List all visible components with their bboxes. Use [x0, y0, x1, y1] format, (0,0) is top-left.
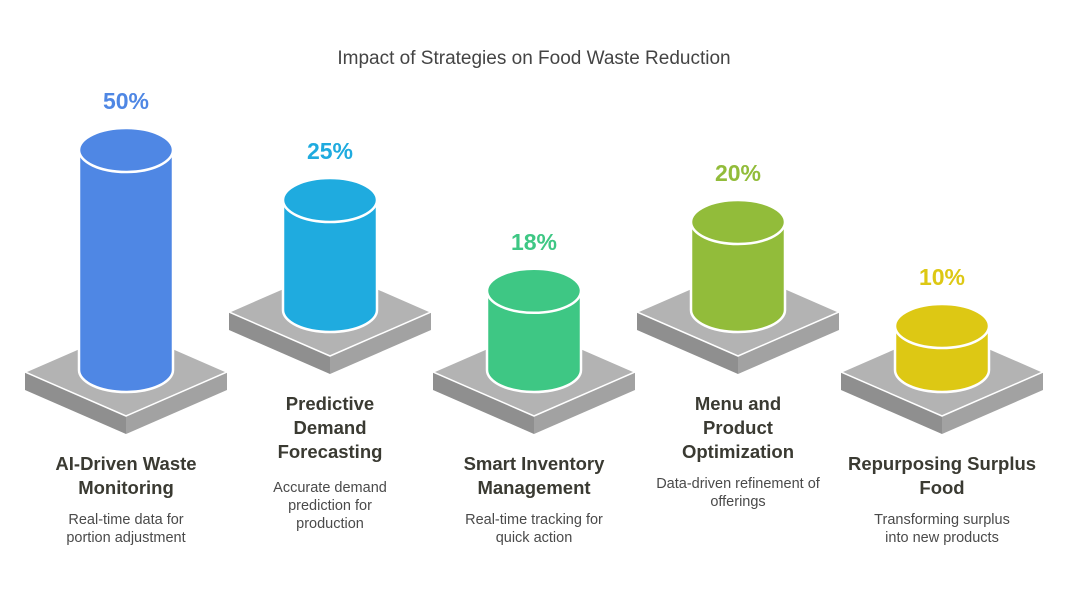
bar-3-description: Real-time tracking for quick action: [465, 512, 603, 546]
bar-4-category-label: Menu and Product Optimization: [681, 393, 795, 462]
bar-2-platform-right: [330, 312, 431, 374]
bar-2-platform-left: [229, 312, 330, 374]
bar-1-cylinder-body: [77, 148, 175, 394]
bar-5-description: Transforming surplus into new products: [874, 512, 1010, 546]
bar-3-cylinder-body: [485, 289, 583, 394]
bar-4-platform-right: [738, 312, 839, 374]
chart-title: Impact of Strategies on Food Waste Reduc…: [337, 48, 731, 69]
bar-3-platform-right: [534, 372, 635, 434]
bar-3-value-label: 18%: [510, 228, 558, 255]
bar-1-description: Real-time data for portion adjustment: [66, 512, 186, 546]
bar-2-description: Accurate demand prediction for productio…: [273, 480, 387, 532]
bar-4-cylinder-top: [689, 198, 787, 246]
bar-1-platform-right: [126, 372, 227, 434]
bar-1-platform-left: [25, 372, 126, 434]
bar-4-cylinder-body: [689, 220, 787, 334]
bar-4-value-label: 20%: [714, 160, 762, 186]
bar-1-category-label: AI-Driven Waste Monitoring: [55, 453, 197, 498]
bar-3-cylinder-top: [485, 267, 583, 315]
bar-2-cylinder-body: [281, 198, 379, 334]
bar-5-value-label: 10%: [918, 264, 966, 290]
bar-3-category-label: Smart Inventory Management: [463, 453, 605, 498]
bar-2-value-label: 25%: [306, 138, 354, 164]
bar-1-cylinder-top: [77, 126, 175, 174]
bar-2-category-label: Predictive Demand Forecasting: [277, 393, 383, 462]
bar-1-value-label: 50%: [102, 88, 150, 114]
bar-2-cylinder-top: [281, 176, 379, 224]
bar-5-platform-left: [841, 372, 942, 434]
bar-3-platform-left: [433, 372, 534, 434]
bar-4-description: Data-driven refinement of offerings: [656, 476, 820, 510]
bar-5-platform-right: [942, 372, 1043, 434]
bar-5-category-label: Repurposing Surplus Food: [847, 453, 1037, 498]
bar-4-platform-left: [637, 312, 738, 374]
bar-5-cylinder-top: [893, 302, 991, 350]
